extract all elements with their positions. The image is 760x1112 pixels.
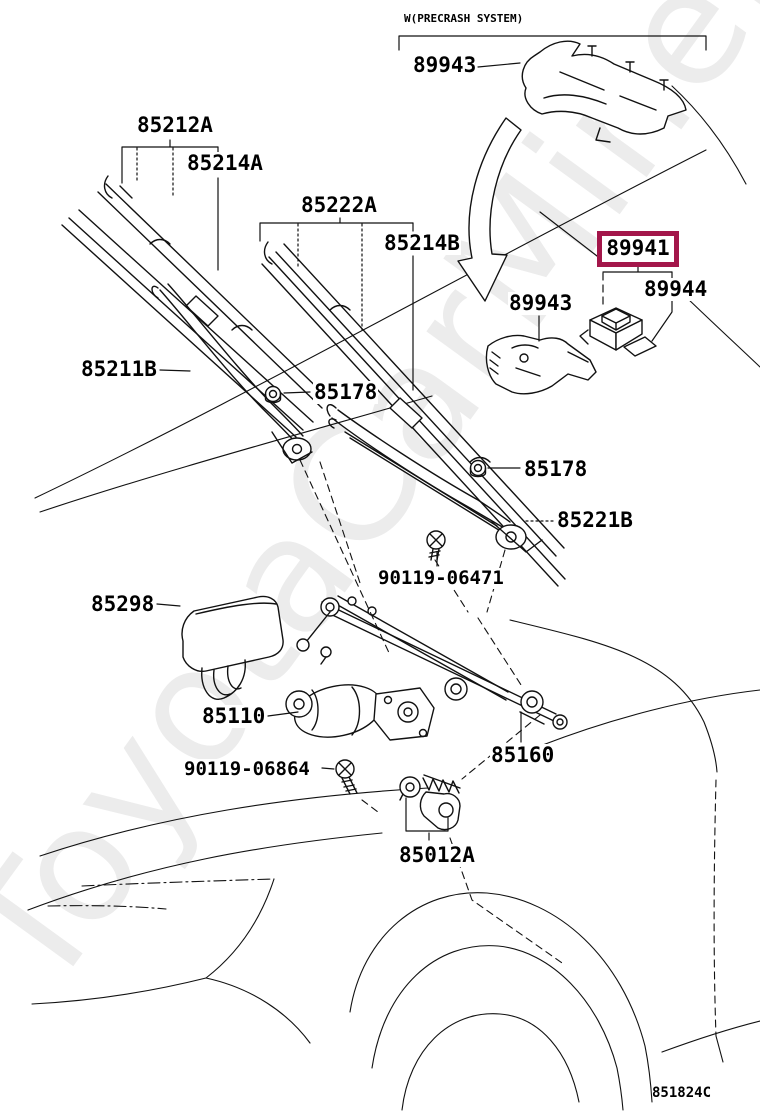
down-arrow-icon <box>457 117 522 302</box>
bolt-90119-06471-drawing <box>426 530 446 561</box>
highlighted-part-box-89941[interactable]: 89941 <box>597 231 679 267</box>
precrash-cover-drawing <box>521 40 687 143</box>
part-label-85178-front[interactable]: 85178 <box>313 380 379 405</box>
part-label-89941[interactable]: 89941 <box>606 236 670 261</box>
nut-85178-front <box>264 385 282 404</box>
part-label-90119-06471[interactable]: 90119-06471 <box>377 567 505 589</box>
part-label-90119-06864[interactable]: 90119-06864 <box>183 758 311 780</box>
cowl-cap-85298-drawing <box>181 595 284 700</box>
wiper-blade-1-drawing <box>61 175 331 438</box>
precrash-bracket-lines <box>398 35 707 51</box>
part-label-85298[interactable]: 85298 <box>90 592 156 617</box>
sensor-spacer-drawing <box>623 336 657 357</box>
pivot-grommet-85012A-drawing <box>399 774 461 831</box>
sensor-bracket-drawing <box>485 334 597 395</box>
wiper-motor-drawing <box>285 684 435 741</box>
part-label-89943-precrash-cover[interactable]: 89943 <box>412 53 478 78</box>
part-label-85214B[interactable]: 85214B <box>383 231 461 256</box>
part-label-89943-sensor-bracket[interactable]: 89943 <box>508 291 574 316</box>
part-label-85222A[interactable]: 85222A <box>300 193 378 218</box>
wiper-blade-2-drawing <box>261 241 566 587</box>
part-label-89944[interactable]: 89944 <box>643 277 709 302</box>
leader-lines <box>121 62 673 843</box>
wiper-arm-1-drawing <box>151 283 313 464</box>
precrash-sensor-drawing <box>579 307 643 351</box>
nut-85178-rear <box>469 459 487 478</box>
part-label-85211B[interactable]: 85211B <box>80 357 158 382</box>
car-body-outline <box>27 85 760 1111</box>
part-label-85221B[interactable]: 85221B <box>556 508 634 533</box>
precrash-system-note: W(PRECRASH SYSTEM) <box>404 12 524 25</box>
figure-code: 851824C <box>652 1085 712 1101</box>
part-label-85178-rear[interactable]: 85178 <box>523 457 589 482</box>
wiper-linkage-drawing <box>296 595 568 730</box>
part-label-85110[interactable]: 85110 <box>201 704 267 729</box>
part-label-85012A[interactable]: 85012A <box>398 843 476 868</box>
part-label-85214A[interactable]: 85214A <box>186 151 264 176</box>
wiper-arm-2-drawing <box>326 404 543 553</box>
screw-90119-06864-drawing <box>335 759 358 795</box>
part-label-85212A[interactable]: 85212A <box>136 113 214 138</box>
part-label-85160[interactable]: 85160 <box>490 743 556 768</box>
